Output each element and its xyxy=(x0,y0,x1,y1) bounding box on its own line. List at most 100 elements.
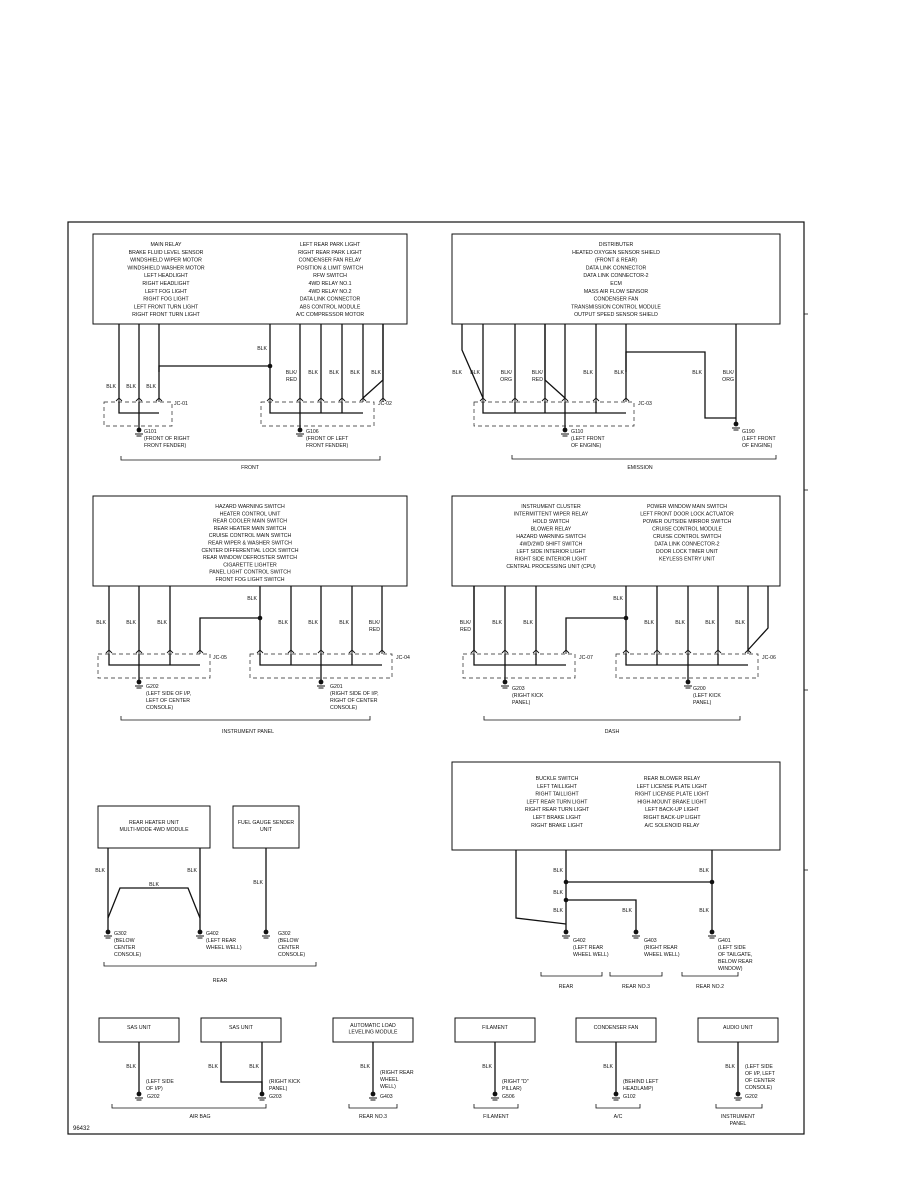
wire-color-label: BLK xyxy=(692,370,702,376)
wire-color-label: BLK xyxy=(249,1064,259,1070)
wire-color-label: RED xyxy=(460,627,471,633)
wire-color-label: BLK/ xyxy=(460,620,472,626)
leveling-box xyxy=(332,1017,414,1043)
wire-color-label: BLK xyxy=(253,880,263,886)
wire-color-label: BLK xyxy=(675,620,685,626)
ground-location: PANEL) xyxy=(269,1086,288,1092)
ground-location: G302 xyxy=(114,931,127,937)
front-component-name: BRAKE FLUID LEVEL SENSOR xyxy=(129,250,204,256)
emission-component-name: DATA LINK CONNECTOR-2 xyxy=(583,273,648,279)
ground-icon xyxy=(105,929,111,935)
front-component-name: LEFT HEADLIGHT xyxy=(144,273,189,279)
joint-connector-id: JC-01 xyxy=(174,401,188,407)
front-component-name: RIGHT REAR PARK LIGHT xyxy=(298,250,363,256)
unit-name: LEVELING MODULE xyxy=(348,1030,398,1036)
ground-location: CONSOLE) xyxy=(745,1085,772,1091)
splice-dot xyxy=(563,879,569,885)
wire-color-label: BLK xyxy=(613,596,623,602)
dash-component-name: INTERMITTENT WIPER RELAY xyxy=(514,512,589,518)
wire-color-label: BLK xyxy=(371,370,381,376)
dash-component-name: DATA LINK CONNECTOR-2 xyxy=(654,542,719,548)
rear-component-name: FUEL GAUGE SENDER xyxy=(238,820,295,826)
ground-icon xyxy=(136,427,142,433)
wire xyxy=(269,402,363,414)
front-component-name: MAIN RELAY xyxy=(150,242,182,248)
figure-id: 96432 xyxy=(73,1126,90,1132)
instrument-panel-group-bracket xyxy=(120,716,371,721)
front-component-name: LEFT REAR PARK LIGHT xyxy=(300,242,361,248)
ground-icon xyxy=(318,679,324,685)
instrument-panel-jc05-outline xyxy=(97,653,211,679)
ground-location: (LEFT REAR xyxy=(573,945,603,951)
ground-location: WHEEL xyxy=(380,1077,399,1083)
front-component-name: A/C COMPRESSOR MOTOR xyxy=(296,312,364,318)
splice-dot xyxy=(623,615,629,621)
ground-icon xyxy=(197,929,203,935)
front-component-name: RFW SWITCH xyxy=(313,273,347,279)
ground-location: BELOW REAR xyxy=(718,959,753,965)
ground-location: LEFT OF CENTER xyxy=(146,698,190,704)
ground-location: (FRONT OF RIGHT xyxy=(144,436,191,442)
splice-dot xyxy=(709,879,715,885)
rear-component-name: RIGHT TAILLIGHT xyxy=(535,792,579,798)
front-jc02-outline xyxy=(260,401,375,427)
dash-component-name: 4WD/2WD SHIFT SWITCH xyxy=(520,542,583,548)
rear-bracket-2 xyxy=(609,972,663,977)
dash-component-box xyxy=(451,495,781,587)
unit-name: AUTOMATIC LOAD xyxy=(350,1023,396,1029)
front-component-name: RIGHT HEADLIGHT xyxy=(142,281,190,287)
wire-color-label: BLK xyxy=(308,370,318,376)
ground-location: (LEFT FRONT xyxy=(742,436,776,442)
joint-connector-id: JC-04 xyxy=(396,655,410,661)
rear-component-name: LEFT BRAKE LIGHT xyxy=(533,815,582,821)
wire-color-label: BLK/ xyxy=(286,370,298,376)
front-component-name: WINDSHIELD WIPER MOTOR xyxy=(130,258,202,264)
ground-location: (RIGHT SIDE OF I/P, xyxy=(330,691,379,697)
ground-location: FRONT FENDER) xyxy=(144,443,187,449)
wire-color-label: BLK xyxy=(106,384,116,390)
unit-name: CONDENSER FAN xyxy=(594,1025,639,1031)
rear-component-name: HIGH-MOUNT BRAKE LIGHT xyxy=(637,799,707,805)
wire xyxy=(362,324,384,399)
rear-component-name: UNIT xyxy=(260,827,273,833)
wire-color-label: BLK xyxy=(583,370,593,376)
joint-connector-id: JC-02 xyxy=(378,401,392,407)
ground-icon xyxy=(613,1091,619,1097)
ground-location: G203 xyxy=(512,686,525,692)
wire-color-label: BLK xyxy=(126,620,136,626)
wire-color-label: ORG xyxy=(722,377,734,383)
emission-component-name: MASS AIR FLOW SENSOR xyxy=(584,289,649,295)
ground-location: CONSOLE) xyxy=(146,705,173,711)
wire-color-label: BLK xyxy=(492,620,502,626)
filament-box xyxy=(454,1017,536,1043)
rear-heater-box xyxy=(97,805,211,849)
ground-location: G101 xyxy=(144,429,157,435)
unit-name: SAS UNIT xyxy=(229,1025,254,1031)
wire-color-label: BLK xyxy=(247,596,257,602)
emission-component-box xyxy=(451,233,781,325)
emission-component-name: ECM xyxy=(610,281,622,287)
instrument-panel-component-name: CRUISE CONTROL MAIN SWITCH xyxy=(209,533,292,539)
group-label: FRONT xyxy=(241,465,260,471)
leveling-bracket xyxy=(348,1104,398,1109)
wire-color-label: BLK xyxy=(705,620,715,626)
ground-location: (LEFT SIDE xyxy=(718,945,746,951)
ground-icon xyxy=(259,1091,265,1097)
airbag-bracket xyxy=(111,1104,267,1109)
wire-color-label: BLK xyxy=(735,620,745,626)
ground-location: (BELOW xyxy=(114,938,135,944)
wire-color-label: BLK/ xyxy=(501,370,513,376)
instrument-panel-component-name: REAR WIPER & WASHER SWITCH xyxy=(208,541,292,547)
wire-color-label: BLK xyxy=(187,868,197,874)
emission-group-bracket xyxy=(511,455,777,460)
front-component-name: 4WD RELAY NO.1 xyxy=(308,281,351,287)
rear-component-name: LEFT LICENSE PLATE LIGHT xyxy=(637,784,708,790)
ground-location: G201 xyxy=(330,684,343,690)
rear-component-name: A/C SOLENOID RELAY xyxy=(645,823,701,829)
wire-color-label: RED xyxy=(369,627,380,633)
wire xyxy=(565,586,627,650)
ground-location: G302 xyxy=(278,931,291,937)
rear-component-name: REAR BLOWER RELAY xyxy=(644,776,701,782)
ground-id: G403 xyxy=(380,1094,393,1100)
